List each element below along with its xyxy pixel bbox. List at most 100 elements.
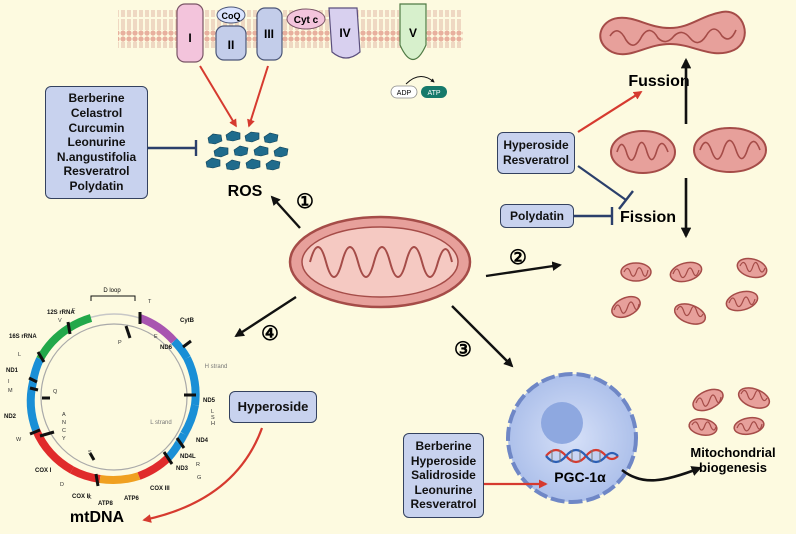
gene-nd5: [183, 356, 200, 406]
gene-label: 12S rRNA: [47, 310, 75, 316]
complex-v: V: [399, 3, 427, 61]
trna-label: C: [62, 428, 66, 434]
d-loop-label: D loop: [103, 288, 121, 294]
gene-label: ND2: [4, 414, 17, 420]
arrow-complex-i-ros: [199, 65, 237, 128]
ros-inhibitor-box: Berberine Celastrol Curcumin Leonurine N…: [45, 86, 148, 199]
biogenesis-label-1: Mitochondrial: [690, 445, 775, 460]
complex-iv-label: IV: [339, 26, 350, 40]
fragment-mito: [725, 290, 759, 312]
drug-name: Curcumin: [68, 120, 125, 135]
arrow-step-2: [485, 261, 562, 278]
gene-12s-rrna: [66, 314, 93, 332]
drug-name: Resveratrol: [410, 497, 477, 512]
complex-ii-label: II: [228, 38, 235, 52]
fussion-label: Fussion: [628, 73, 689, 90]
step-3: ③: [454, 339, 472, 361]
gene-nd1: [29, 357, 44, 383]
trna-label: T: [148, 299, 152, 305]
trna-label: P: [118, 340, 122, 346]
biogenesis-mito: [688, 418, 718, 436]
drug-name: Leonurine: [414, 482, 473, 497]
drug-name: Berberine: [415, 438, 472, 453]
biogenesis-mito: [733, 416, 765, 436]
drug-name: N.angustifolia: [56, 149, 137, 164]
gene-label: 16S rRNA: [9, 334, 37, 340]
complex-i-label: I: [188, 31, 191, 45]
gene-cox-i: [32, 428, 75, 474]
drug-name: Polydatin: [509, 208, 564, 223]
trna-label: F: [72, 308, 76, 314]
gene-atp6: [112, 472, 141, 485]
fragment-mito: [673, 303, 707, 325]
complex-ii: II: [215, 25, 247, 61]
fused-mitochondrion: [599, 10, 746, 56]
trna-label: M: [8, 388, 13, 394]
fragment-mito: [620, 262, 652, 282]
gene-label: CytB: [180, 318, 195, 324]
ros-label: ROS: [228, 183, 263, 200]
gene-label: ND4L: [180, 454, 196, 460]
trna-label: G: [197, 475, 201, 481]
gene-nd4: [180, 404, 199, 437]
trna-label: Y: [62, 436, 66, 442]
trna-label: L: [211, 409, 214, 415]
drug-name: Leonurine: [67, 135, 126, 150]
atp-label: ATP: [427, 90, 440, 97]
inhibit-fission-bar-1: [618, 190, 634, 210]
drug-name: Hyperoside: [410, 453, 477, 468]
arrow-drugs-to-fussion: [577, 91, 643, 133]
drug-name: Berberine: [68, 91, 125, 106]
drug-name: Celastrol: [70, 105, 123, 120]
trna-label: S: [88, 450, 92, 456]
drug-name: Polydatin: [69, 179, 124, 194]
arrow-step-3: [451, 305, 514, 368]
complex-v-label: V: [409, 26, 417, 40]
drug-name: Resveratrol: [502, 153, 570, 167]
biogenesis-mito: [692, 388, 724, 412]
gene-atp8: [99, 475, 114, 485]
fragment-mito: [669, 261, 703, 283]
gene-nd6: [171, 338, 191, 361]
pgc-label: PGC-1α: [554, 469, 606, 485]
trna-label: H: [211, 421, 215, 427]
cyt-c: Cyt c: [286, 8, 326, 30]
mito-pair-left: [610, 130, 676, 174]
gene-label: COX II: [72, 494, 90, 500]
gene-label: ATP6: [124, 496, 140, 502]
gene-cox-ii: [70, 466, 101, 483]
step-2: ②: [509, 247, 527, 269]
h-strand-label: H strand: [205, 364, 228, 370]
pgc-activator-box: Berberine Hyperoside Salidroside Leonuri…: [403, 433, 484, 518]
coq: CoQ: [216, 6, 246, 24]
trna-label: K: [88, 495, 92, 501]
step-1: ①: [296, 191, 314, 213]
polydatin-box: Polydatin: [500, 204, 574, 228]
gene-label: COX I: [35, 468, 52, 474]
central-mitochondrion: [288, 215, 472, 309]
hyperoside-mtdna-box: Hyperoside: [229, 391, 317, 423]
mtdna-label: mtDNA: [70, 509, 125, 526]
arrow-step-4: [234, 295, 297, 338]
drug-name: Hyperoside: [503, 138, 569, 153]
complex-i: I: [176, 3, 204, 63]
trna-label: W: [16, 437, 22, 443]
fragmented-mitochondria: [611, 257, 768, 325]
gene-cytb: [138, 314, 177, 344]
drug-name: Salidroside: [411, 468, 476, 483]
gene-label: COX III: [150, 486, 170, 492]
mito-pair-right: [693, 127, 767, 173]
gene-label: ND5: [203, 398, 216, 404]
gene-cox-iii: [137, 455, 171, 480]
trna-label: A: [62, 412, 66, 418]
arrow-step-1: [270, 195, 301, 229]
trna-label: R: [196, 462, 200, 468]
trna-label: D: [60, 482, 64, 488]
fission-drug-box: Hyperoside Resveratrol: [497, 132, 575, 174]
cell: [506, 372, 638, 504]
gene-nd2: [26, 381, 40, 432]
step-4: ④: [261, 323, 279, 345]
mtdna-map: D loop H strand L strand 12S rRNA 16S rR…: [4, 288, 227, 507]
